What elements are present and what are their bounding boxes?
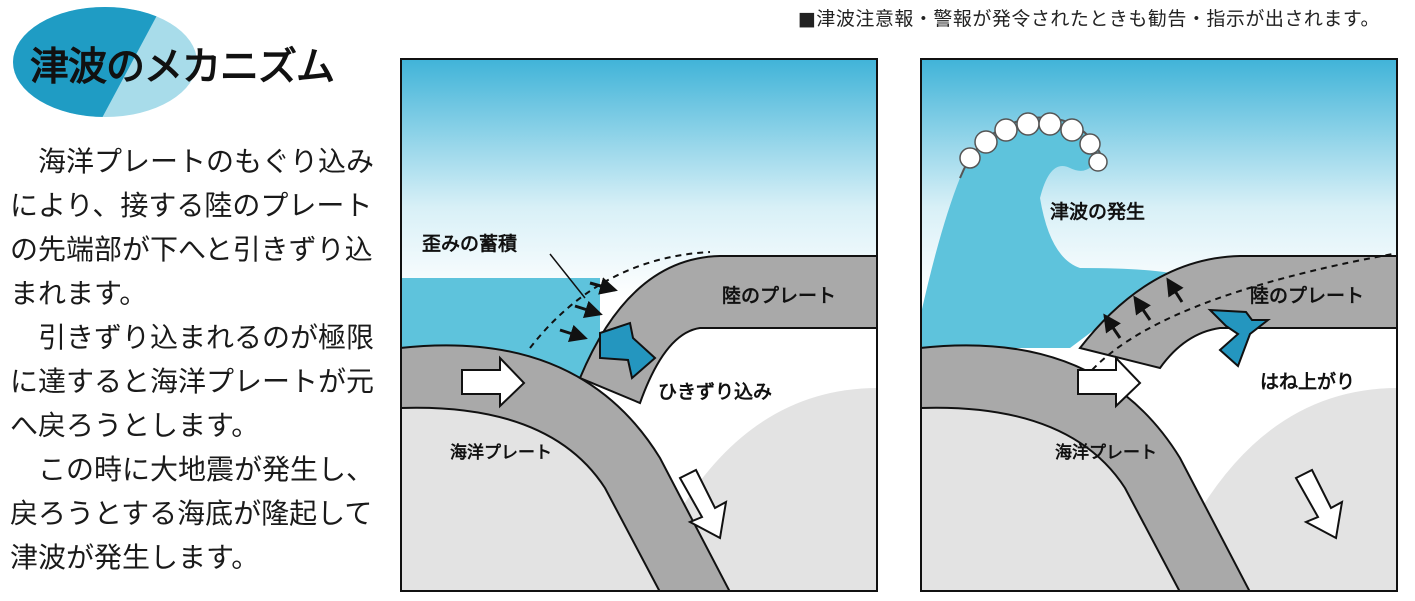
label-land-plate: 陸のプレート bbox=[722, 284, 836, 307]
label-drag: ひきずり込み bbox=[658, 381, 772, 403]
diagram-panel-strain: 歪みの蓄積 陸のプレート ひきずり込み 海洋プレート bbox=[400, 58, 878, 592]
drag-arrow bbox=[599, 321, 657, 380]
rebound-arrow bbox=[1207, 308, 1271, 368]
panel-frame bbox=[400, 58, 878, 592]
ocean-plate-arrow bbox=[461, 355, 526, 409]
strain-line bbox=[529, 251, 711, 349]
description-paragraph-1: 海洋プレートのもぐり込みにより、接する陸のプレートの先端部が下へと引きずり込まれ… bbox=[10, 145, 375, 310]
strain-leader bbox=[549, 253, 586, 299]
ocean-plate bbox=[400, 344, 732, 592]
wave-foam bbox=[959, 112, 1108, 172]
strain-arrow bbox=[574, 300, 603, 319]
seafloor-ground bbox=[400, 401, 700, 592]
land-plate bbox=[578, 255, 878, 405]
label-tsunami: 津波の発生 bbox=[1050, 200, 1145, 223]
label-ocean-plate: 海洋プレート bbox=[450, 442, 552, 463]
uplift-arrow bbox=[1133, 295, 1152, 321]
top-note: ■津波注意報・警報が発令されたときも勧告・指示が出されます。 bbox=[797, 8, 1380, 30]
original-position-line bbox=[1084, 252, 1398, 379]
panel-frame bbox=[920, 58, 1398, 592]
label-strain: 歪みの蓄積 bbox=[422, 232, 517, 255]
description-paragraph-3: この時に大地震が発生し、戻ろうとする海底が隆起して津波が発生します。 bbox=[10, 453, 375, 574]
ocean-plate-arrow bbox=[678, 468, 728, 540]
ocean-plate-arrow bbox=[1294, 468, 1344, 540]
diagram-panel-tsunami: 津波の発生 陸のプレート はね上がり 海洋プレート bbox=[920, 58, 1398, 592]
strain-arrow bbox=[559, 324, 588, 343]
uplift-arrow bbox=[1103, 313, 1122, 339]
ocean-plate-arrow bbox=[1077, 355, 1142, 409]
seafloor-ground bbox=[920, 401, 1220, 592]
page-title: 津波のメカニズム bbox=[30, 45, 335, 90]
label-ocean-plate: 海洋プレート bbox=[1055, 442, 1157, 463]
description-paragraph-2: 引きずり込まれるのが極限に達すると海洋プレートが元へ戻ろうとします。 bbox=[10, 321, 375, 442]
tsunami-wave bbox=[920, 117, 1170, 348]
ocean-plate bbox=[920, 344, 1252, 592]
label-rebound: はね上がり bbox=[1260, 370, 1355, 393]
uplift-arrow bbox=[1166, 277, 1184, 303]
description: 海洋プレートのもぐり込みにより、接する陸のプレートの先端部が下へと引きずり込まれ… bbox=[10, 140, 390, 580]
strain-arrow bbox=[589, 277, 618, 295]
title-badge bbox=[12, 6, 198, 118]
title-badge-ellipse bbox=[13, 7, 197, 117]
label-land-plate: 陸のプレート bbox=[1250, 284, 1364, 307]
